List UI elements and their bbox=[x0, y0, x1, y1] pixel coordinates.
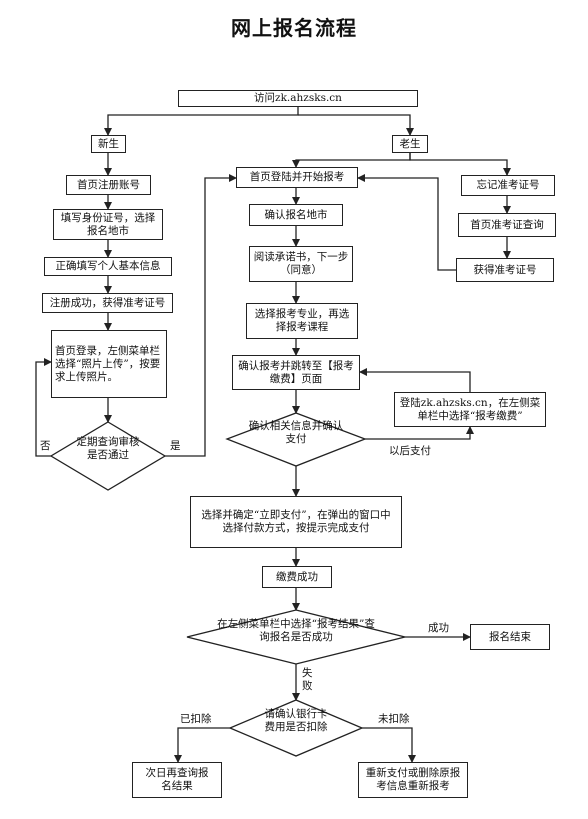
confirm-pay-text: 确认相关信息并确认支付 bbox=[248, 420, 344, 445]
label-fail: 失败 bbox=[302, 667, 313, 692]
label-not-deducted: 未扣除 bbox=[378, 713, 410, 725]
visit-box: 访问zk.ahzsks.cn bbox=[178, 90, 418, 107]
label-yes: 是 bbox=[170, 440, 181, 452]
choose-major-box: 选择报考专业，再选择报考课程 bbox=[246, 303, 358, 339]
check-result-text: 在左侧菜单栏中选择“报考结果”查询报名是否成功 bbox=[217, 618, 375, 643]
register-account-box: 首页注册账号 bbox=[66, 175, 151, 195]
fill-info-box: 正确填写个人基本信息 bbox=[44, 257, 172, 276]
fill-id-box: 填写身份证号，选择报名地市 bbox=[53, 209, 163, 240]
decision-confirm-pay bbox=[225, 412, 367, 467]
repay-box: 重新支付或删除原报考信息重新报考 bbox=[358, 762, 468, 798]
decision-photo-check bbox=[49, 421, 167, 491]
query-ticket-box: 首页准考证查询 bbox=[458, 213, 556, 237]
confirm-deduct-text: 请确认银行卡费用是否扣除 bbox=[264, 708, 328, 733]
label-success: 成功 bbox=[428, 622, 449, 634]
upload-photo-box: 首页登录，左侧菜单栏选择“照片上传”，按要求上传照片。 bbox=[51, 330, 167, 398]
reg-success-box: 注册成功，获得准考证号 bbox=[42, 293, 173, 313]
reg-end-box: 报名结束 bbox=[470, 624, 550, 650]
label-no: 否 bbox=[40, 440, 51, 452]
label-later-pay: 以后支付 bbox=[389, 445, 431, 457]
later-pay-box: 登陆zk.ahzsks.cn，在左侧菜单栏中选择“报考缴费” bbox=[394, 392, 546, 427]
page-title: 网上报名流程 bbox=[231, 16, 357, 40]
choose-pay-box: 选择并确定“立即支付”，在弹出的窗口中选择付款方式，按提示完成支付 bbox=[190, 496, 402, 548]
old-student-box: 老生 bbox=[392, 135, 428, 153]
confirm-city-box: 确认报名地市 bbox=[249, 204, 343, 226]
confirm-jump-box: 确认报考并跳转至【报考缴费】页面 bbox=[232, 355, 360, 390]
photo-check-text: 定期查询审核是否通过 bbox=[76, 436, 140, 461]
pay-success-box: 缴费成功 bbox=[262, 566, 332, 588]
next-day-box: 次日再查询报名结果 bbox=[132, 762, 222, 798]
label-deducted: 已扣除 bbox=[180, 713, 212, 725]
login-start-box: 首页登陆并开始报考 bbox=[236, 167, 358, 188]
read-promise-box: 阅读承诺书，下一步（同意） bbox=[249, 246, 353, 282]
decision-confirm-deduct bbox=[228, 699, 364, 757]
new-student-box: 新生 bbox=[91, 135, 126, 153]
decision-check-result bbox=[186, 609, 406, 665]
forgot-ticket-box: 忘记准考证号 bbox=[461, 175, 555, 196]
get-ticket-box: 获得准考证号 bbox=[456, 258, 554, 282]
